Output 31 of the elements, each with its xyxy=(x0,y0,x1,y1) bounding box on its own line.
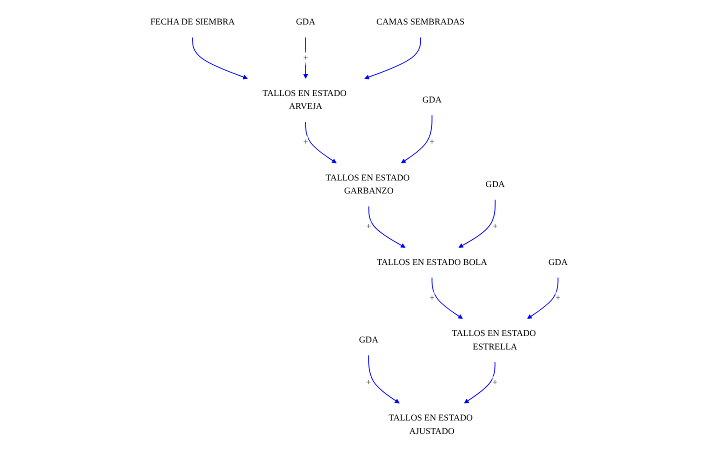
edge-label: + xyxy=(492,378,498,388)
node-text: GDA xyxy=(548,258,568,268)
edge-label: + xyxy=(366,222,372,232)
edge-label: + xyxy=(366,378,372,388)
edge-label: + xyxy=(429,138,435,147)
arrow xyxy=(364,37,421,80)
arrow xyxy=(458,199,496,248)
node-text: TALLOS EN ESTADO ARVEJA xyxy=(262,88,347,112)
node-text: TALLOS EN ESTADO AJUSTADO xyxy=(388,413,473,436)
node-text: TALLOS EN ESTADO GARBANZO xyxy=(326,173,410,196)
node-text: GDA xyxy=(422,95,442,105)
node-text: TALLOS EN ESTADO ESTRELLA xyxy=(452,328,536,352)
arrow xyxy=(527,277,558,319)
arrow xyxy=(401,114,432,164)
edge-label: + xyxy=(556,293,561,303)
arrow xyxy=(305,122,337,164)
arrow xyxy=(368,354,400,404)
edge-label: + xyxy=(492,222,498,232)
edge-label: + xyxy=(303,138,308,147)
arrow xyxy=(368,206,406,248)
node-text: CAMAS SEMBRADAS xyxy=(376,17,465,27)
node-text: GDA xyxy=(486,180,505,190)
arrow xyxy=(192,37,248,80)
node-text: GDA xyxy=(359,335,378,345)
node-text: TALLOS EN ESTADO BOLA xyxy=(376,258,488,268)
node-text: FECHA DE SIEMBRA xyxy=(150,17,235,27)
arrow xyxy=(432,277,463,319)
node-text: GDA xyxy=(296,17,316,27)
edge-label: + xyxy=(429,293,435,303)
edge-label: + xyxy=(303,53,308,62)
arrow xyxy=(464,362,496,404)
